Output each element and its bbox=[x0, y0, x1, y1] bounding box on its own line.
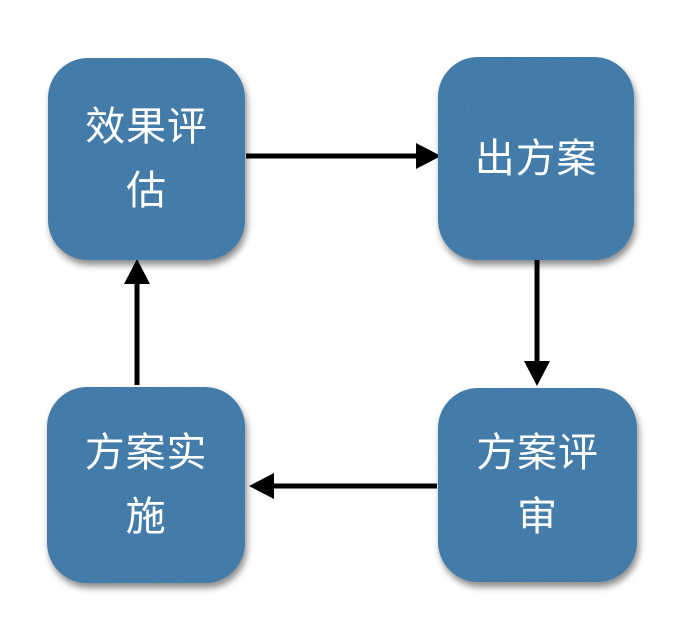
node-label-effect-evaluation: 效果评估 bbox=[85, 105, 208, 213]
node-produce-plan: 出方案 bbox=[438, 57, 634, 260]
node-plan-implementation: 方案实施 bbox=[47, 387, 245, 583]
arrow-plan-implementation-to-effect-evaluation bbox=[124, 259, 150, 385]
node-label-plan-review: 方案评审 bbox=[476, 431, 599, 539]
arrow-plan-review-to-plan-implementation bbox=[249, 473, 437, 499]
node-plan-review: 方案评审 bbox=[438, 388, 637, 582]
arrow-produce-plan-to-plan-review bbox=[524, 259, 550, 386]
node-label-produce-plan: 出方案 bbox=[474, 136, 598, 181]
arrow-effect-evaluation-to-produce-plan bbox=[246, 143, 441, 169]
node-effect-evaluation: 效果评估 bbox=[48, 58, 245, 260]
node-label-plan-implementation: 方案实施 bbox=[84, 431, 208, 539]
